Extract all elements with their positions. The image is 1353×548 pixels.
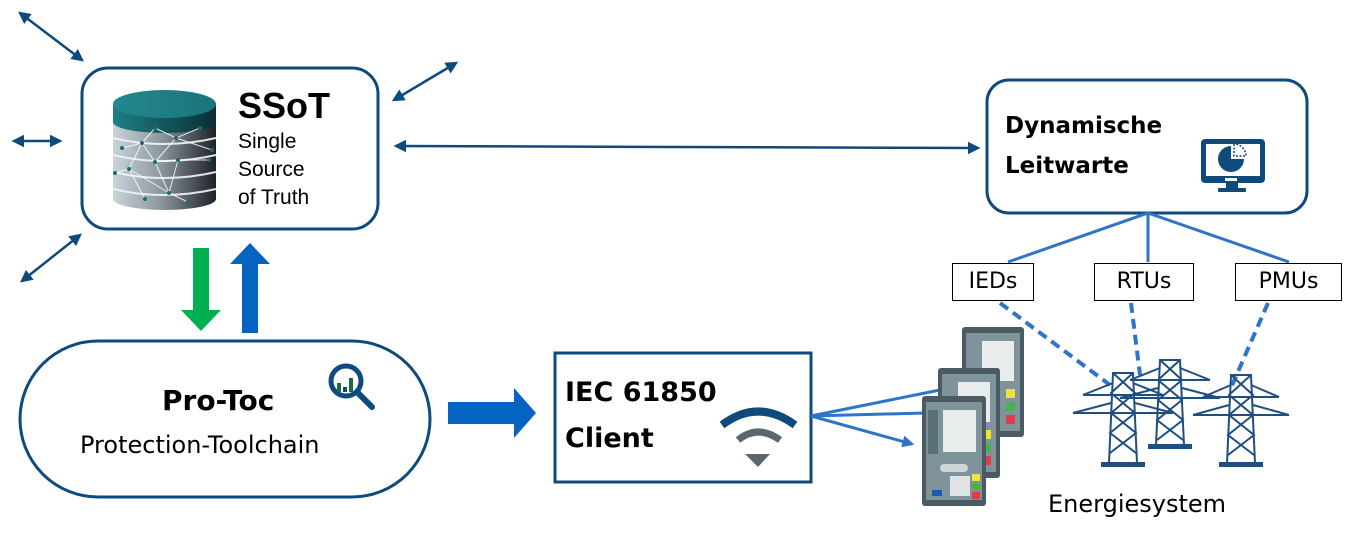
leitwarte-title-line-2: Leitwarte — [1005, 153, 1129, 179]
ssot-subtitle-line-2: Source — [238, 158, 305, 181]
wifi-signal-icon — [719, 407, 798, 467]
database-network-icon — [112, 90, 217, 210]
protoc-title: Pro-Toc — [162, 384, 275, 417]
leitwarte-device-connections — [1007, 211, 1290, 264]
external-connection-arrows — [11, 11, 981, 283]
field-device-pmus[interactable]: PMUs — [1235, 263, 1342, 301]
double-arrow-top-right — [391, 61, 459, 102]
leitwarte-title-line-1: Dynamische — [1005, 113, 1163, 139]
magnifier-bar-chart-icon — [328, 363, 375, 410]
iec-client-title-line-2: Client — [565, 423, 654, 454]
double-arrow-bottom-left — [20, 233, 82, 283]
double-arrow-top-left — [18, 11, 84, 62]
monitor-pie-chart-icon — [1201, 139, 1265, 192]
blue-right-arrow — [448, 388, 536, 438]
field-device-ieds[interactable]: IEDs — [952, 263, 1034, 301]
client-relay-connections — [810, 388, 941, 448]
power-tower-icon — [1072, 359, 1290, 467]
ssot-subtitle-line-3: of Truth — [238, 186, 310, 209]
ssot-subtitle-line-1: Single — [238, 130, 297, 153]
protoc-box[interactable] — [18, 339, 432, 499]
device-tower-dashed-connections — [998, 301, 1270, 391]
green-down-arrow — [181, 248, 221, 331]
blue-up-arrow — [230, 243, 270, 333]
energy-system-label: Energiesystem — [1048, 490, 1227, 518]
ssot-leitwarte-double-arrow — [393, 139, 981, 155]
iec-client-box[interactable] — [553, 351, 813, 484]
field-device-rtus[interactable]: RTUs — [1094, 263, 1194, 301]
iec-client-title-line-1: IEC 61850 — [565, 377, 717, 408]
protoc-subtitle: Protection-Toolchain — [80, 431, 320, 459]
ssot-title: SSoT — [238, 85, 331, 126]
protection-relay-device-icon — [922, 327, 1024, 506]
